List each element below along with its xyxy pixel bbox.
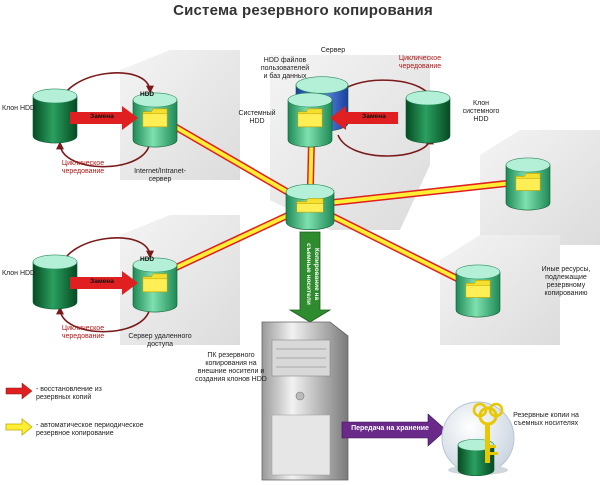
legend-auto-text: - автоматическое периодическое резервное… <box>36 422 144 437</box>
hdd-label-top: HDD <box>140 91 155 98</box>
resource-2-cylinder <box>455 264 501 318</box>
legend-restore-arrow <box>5 382 33 400</box>
page-title: Система резервного копирования <box>173 2 433 19</box>
cyclic-arc-bottom-2 <box>56 304 151 333</box>
removable-copies-label: Резервные копии на съемных носителях <box>513 412 579 427</box>
system-hdd-cylinder <box>287 92 333 148</box>
replace-arrows <box>70 106 398 295</box>
cyclic-arc-server-2 <box>337 134 434 157</box>
system-hdd-cylinder-folder-icon <box>297 108 323 128</box>
panel-remote-server <box>120 215 240 345</box>
replace-label-bottom: Замена <box>90 278 114 285</box>
cyclic-label-bottom: Циклическое чередование <box>61 325 105 340</box>
system-hdd-label: Системный HDD <box>238 110 276 125</box>
clone-system-hdd-cylinder <box>405 90 451 144</box>
remote-server-hdd-cylinder-folder-icon <box>142 273 168 293</box>
legend-restore-text: - восстановление из резервных копий <box>36 386 102 401</box>
internet-server-hdd-cylinder <box>132 92 178 148</box>
resource-1-cylinder-folder-icon <box>515 173 541 191</box>
remote-server-label: Сервер удаленного доступа <box>128 333 192 348</box>
transfer-to-storage-label: Передача на хранение <box>351 425 429 432</box>
cyclic-label-top: Циклическое чередование <box>61 160 105 175</box>
other-resources-label: Иные ресурсы, подлежащие резервному копи… <box>541 266 591 297</box>
replace-label-server: Замена <box>362 113 386 120</box>
clone-hdd-label-top: Клон HDD <box>2 105 36 112</box>
backup-pc-label: ПК резервного копирования на внешние нос… <box>195 352 267 383</box>
replace-label-top: Замена <box>90 113 114 120</box>
copy-to-removable-label: Копирование на съемные носители <box>305 243 320 305</box>
transfer-to-storage-arrow <box>341 413 447 447</box>
replace-arrow-top <box>70 106 138 130</box>
hub-cylinder-folder-icon <box>296 198 324 213</box>
replace-arrow-bottom <box>70 271 138 295</box>
hdd-files-label: HDD файлов пользователей и баз данных <box>260 57 310 80</box>
cyclic-arc-top-2 <box>56 139 151 168</box>
replace-arrow-server <box>330 106 398 130</box>
clone-hdd-cylinder-bottom <box>32 254 78 310</box>
legend-auto-arrow <box>5 418 33 436</box>
hdd-label-bottom: HDD <box>140 256 155 263</box>
clone-system-hdd-label: Клон системного HDD <box>462 100 500 123</box>
key-icon <box>472 402 504 463</box>
legend-arrows <box>5 382 33 436</box>
storage-cylinders <box>32 76 551 318</box>
remote-server-hdd-cylinder <box>132 257 178 313</box>
clone-hdd-label-bottom: Клон HDD <box>2 270 36 277</box>
backup-pc-tower <box>261 321 349 481</box>
resource-2-cylinder-folder-icon <box>465 280 491 298</box>
internet-server-label: Internet/Intranet- сервер <box>134 168 186 183</box>
server-label: Сервер <box>320 47 346 54</box>
internet-server-hdd-cylinder-folder-icon <box>142 108 168 128</box>
cyclic-label-server: Циклическое чередование <box>398 55 442 70</box>
hub-cylinder <box>285 184 335 230</box>
copy-to-removable-arrow <box>288 231 332 323</box>
resource-1-cylinder <box>505 157 551 211</box>
clone-hdd-cylinder-top <box>32 88 78 144</box>
